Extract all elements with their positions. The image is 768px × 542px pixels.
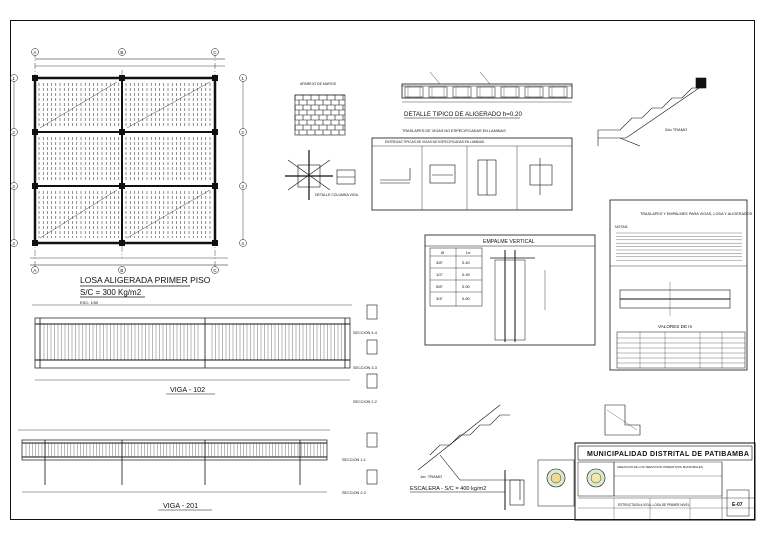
lap-splice-box [371, 137, 573, 211]
section-details [366, 304, 378, 485]
title-block [537, 442, 756, 521]
project-name: CREACION DE LOS SERVICIOS OPERATIVOS MUN… [617, 465, 703, 469]
splice-bar-3: 3/4" [436, 296, 444, 301]
beam-102-title: VIGA - 102 [170, 385, 205, 394]
column-detail-label: DETALLE COLUMNA VIGA [315, 193, 359, 197]
section-2-2-label: SECCION 2-2 [342, 491, 366, 495]
sheet-number: E-07 [732, 502, 743, 508]
grid-bubble-top-B: B [120, 50, 123, 55]
grid-bubble-bottom-B: B [120, 268, 123, 273]
wall-bond-label: APAREJO DE MUROS [300, 82, 337, 86]
values-title: VALORES DE m [658, 324, 692, 329]
splice-length-0: 0.40 [462, 260, 471, 265]
first-flight-label: 1er. TRAMO [420, 474, 442, 479]
sheet-name: ESTRUCTURA A VIGA, LOSA DE PRIMER NIVEL [618, 503, 690, 507]
notes-label: NOTAS: [615, 225, 628, 229]
grid-bubble-left-1: 1 [12, 76, 15, 81]
grid-bubble-left-3: 3 [12, 184, 15, 189]
slab-scale-label: ESC: 1/50 [80, 300, 99, 305]
grid-bubble-bottom-C: C [213, 268, 217, 273]
slab-detail-title: DETALLE TIPICO DE ALIGERADO h=0.20 [404, 111, 522, 118]
column-beam-detail: DETALLE COLUMNA VIGA [285, 150, 359, 200]
splice-bar-1: 1/2" [436, 272, 444, 277]
splice-length-3: 0.60 [462, 296, 471, 301]
section-2-2a-label: SECCION 2-2 [353, 400, 377, 404]
splice-header-0: Ø [441, 250, 444, 255]
wall-bond-detail: APAREJO DE MUROS [294, 82, 346, 136]
beam-201-elevation [18, 429, 330, 493]
splice-bar-2: 5/8" [436, 284, 444, 289]
beam-201-title: VIGA - 201 [163, 501, 198, 510]
splice-table-cells: Ø Le 3/8" 0.40 1/2" 0.45 5/8" 0.50 3/4" 0.60 [436, 250, 471, 301]
slab-plan [13, 52, 244, 268]
section-3-3-label: SECCION 3-3 [353, 366, 377, 370]
splice-table-title: EMPALME VERTICAL [483, 239, 535, 245]
section-4-4-label: SECCION 4-4 [353, 331, 377, 335]
grid-bubble-left-4: 4 [12, 241, 15, 246]
grid-bubble-right-4: 4 [241, 241, 244, 246]
grid-bubble-right-2: 2 [241, 130, 244, 135]
splice-length-2: 0.50 [462, 284, 471, 289]
splice-length-1: 0.45 [462, 272, 471, 277]
beam-102-elevation [32, 304, 352, 381]
grid-bubble-top-A: A [33, 50, 36, 55]
notes-title: TRASLAPES Y EMPALMES PARA VIGAS, LOSA Y … [640, 212, 753, 216]
slab-typical-detail [401, 71, 573, 103]
stair-title: ESCALERA - S/C = 400 kg/m2 [410, 486, 486, 492]
sheet-border [10, 20, 755, 520]
lap-splice-title: TRASLAPES DE VIGAS NO ESPECIFICADAS EN L… [402, 129, 506, 133]
slab-load-label: S/C = 300 Kg/m2 [80, 288, 142, 297]
notes-box [609, 199, 748, 371]
lap-splice-subtitle: ENTREGAS TIPICAS DE VIGAS NO ESPECIFICAD… [385, 140, 484, 144]
section-1-1-label: SECCION 1-1 [342, 458, 366, 462]
splice-bar-0: 3/8" [436, 260, 444, 265]
grid-axis-bubbles: A A B B C C 1 1 2 2 3 3 4 4 [10, 48, 247, 274]
grid-bubble-right-1: 1 [241, 76, 244, 81]
stair-first-flight [417, 404, 641, 510]
grid-bubble-bottom-A: A [33, 268, 36, 273]
stair-second-flight [597, 77, 707, 147]
grid-bubble-left-2: 2 [12, 130, 15, 135]
second-flight-label: 2do TRAMO [665, 127, 687, 132]
slab-plan-title: LOSA ALIGERADA PRIMER PISO [80, 275, 211, 285]
grid-bubble-right-3: 3 [241, 184, 244, 189]
municipality-name: MUNICIPALIDAD DISTRITAL DE PATIBAMBA [587, 451, 749, 458]
splice-header-1: Le [466, 250, 471, 255]
splice-table [424, 234, 596, 346]
grid-bubble-top-C: C [213, 50, 217, 55]
